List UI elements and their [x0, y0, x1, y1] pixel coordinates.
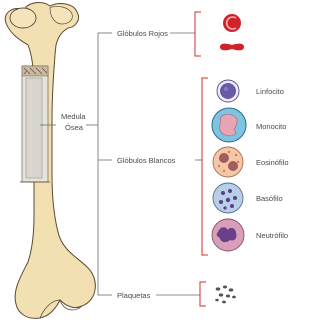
white-cell-label-eosinophil: Eosinófilo [256, 158, 289, 167]
femur-bone [5, 3, 95, 319]
white-cell-label-basophil: Basófilo [256, 194, 283, 203]
basophil-icon [213, 183, 243, 213]
branch-label-red: Glóbulos Rojos [117, 29, 168, 38]
red-cell-side-icon [220, 44, 244, 51]
branch-label-white: Glóbulos Blancos [117, 156, 176, 165]
bone-label-line2: Ósea [65, 123, 84, 132]
monocyte-icon [212, 108, 246, 142]
platelets-icon [215, 286, 236, 304]
eosinophil-icon [213, 147, 243, 177]
white-cell-label-monocyte: Monocito [256, 122, 286, 131]
bone-label-line1: Medula [61, 112, 86, 121]
red-cells-bracket [195, 12, 201, 56]
red-cell-front-icon [223, 14, 241, 32]
branch-label-platelets: Plaquetas [117, 291, 151, 300]
lymphocyte-icon [217, 80, 239, 102]
femur-head [10, 8, 36, 28]
marrow-cavity [20, 66, 50, 182]
white-cell-label-lymphocyte: Linfocito [256, 87, 284, 96]
platelets-bracket [200, 282, 206, 306]
white-cell-label-neutrophil: Neutrófilo [256, 231, 288, 240]
platelets-group [200, 282, 236, 306]
femur-outline [5, 3, 95, 319]
neutrophil-icon [212, 219, 244, 251]
white-cells-bracket [202, 78, 208, 255]
white-cells-group: Linfocito Monocito Eosinófilo [202, 78, 289, 255]
red-cells-group [195, 12, 244, 56]
